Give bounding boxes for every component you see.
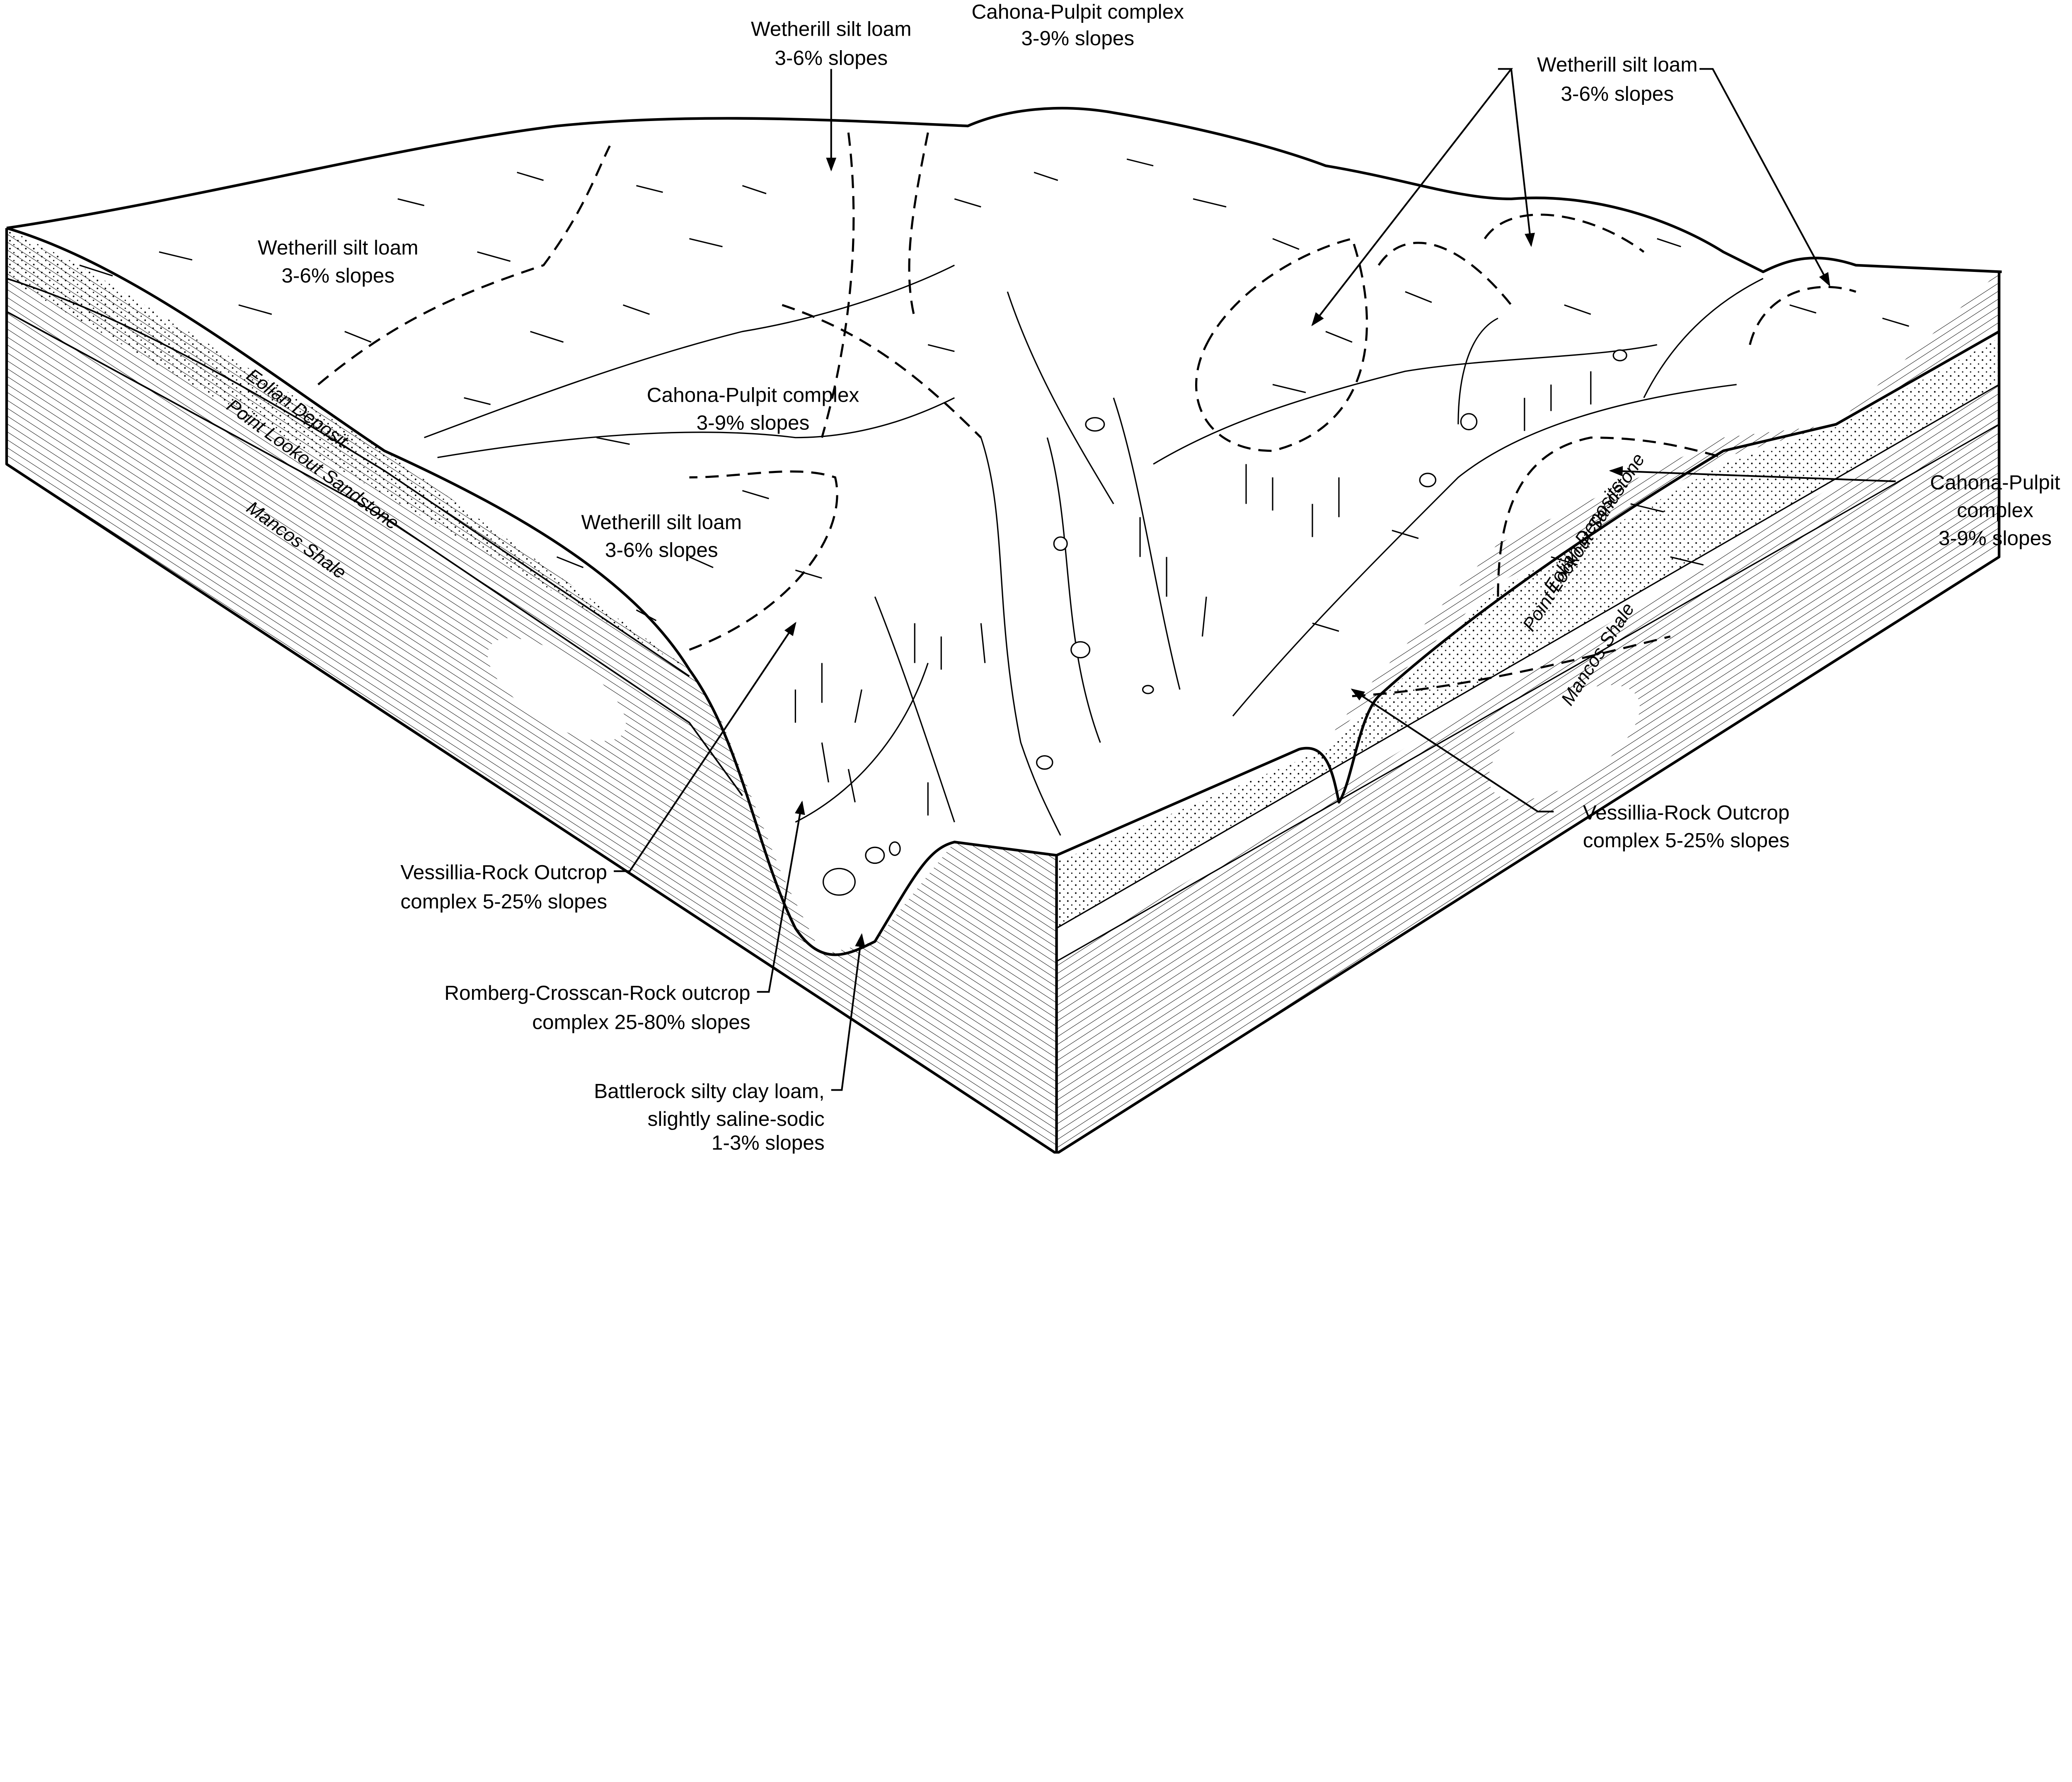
soil-block-diagram: Wetherill silt loam 3-6% slopes Cahona-P…: [5, 0, 2060, 1154]
right-block-face: [1056, 272, 1999, 1154]
label-vessillia-left-slope: complex 5-25% slopes: [400, 890, 607, 913]
label-battlerock-slope: 1-3% slopes: [712, 1131, 825, 1154]
label-cahona-top: Cahona-Pulpit complex: [971, 0, 1184, 23]
terrain-surface: [79, 132, 1909, 896]
label-wetherill-top-slope: 3-6% slopes: [775, 46, 888, 70]
label-vessillia-left: Vessillia-Rock Outcrop: [400, 861, 607, 884]
label-vessillia-right: Vessillia-Rock Outcrop: [1583, 801, 1790, 824]
label-cahona-mid-slope: 3-9% slopes: [697, 411, 810, 434]
label-wetherill-right-slope: 3-6% slopes: [1561, 82, 1674, 105]
block-outline: [5, 107, 2002, 1154]
label-wetherill-top: Wetherill silt loam: [751, 17, 912, 40]
label-vessillia-right-slope: complex 5-25% slopes: [1583, 829, 1790, 852]
label-cahona-right-slope: 3-9% slopes: [1939, 526, 2052, 550]
label-wetherill-left: Wetherill silt loam: [258, 236, 419, 259]
leader-lines: [614, 68, 1896, 1091]
label-wetherill-mid-slope: 3-6% slopes: [605, 538, 718, 562]
label-wetherill-right: Wetherill silt loam: [1537, 53, 1698, 76]
label-cahona-mid: Cahona-Pulpit complex: [647, 383, 859, 406]
left-block-face: [6, 228, 1057, 1154]
label-romberg-slope: complex 25-80% slopes: [532, 1010, 750, 1033]
label-wetherill-left-slope: 3-6% slopes: [281, 264, 395, 287]
label-romberg: Romberg-Crosscan-Rock outcrop: [444, 981, 750, 1004]
label-cahona-right: Cahona-Pulpit: [1930, 470, 2060, 494]
label-wetherill-mid: Wetherill silt loam: [581, 510, 742, 533]
label-cahona-top-slope: 3-9% slopes: [1021, 27, 1134, 50]
label-cahona-right-2: complex: [1957, 499, 2033, 522]
soil-labels: Wetherill silt loam 3-6% slopes Cahona-P…: [258, 0, 2060, 1154]
label-battlerock-2: slightly saline-sodic: [648, 1107, 825, 1130]
label-battlerock: Battlerock silty clay loam,: [594, 1079, 825, 1103]
